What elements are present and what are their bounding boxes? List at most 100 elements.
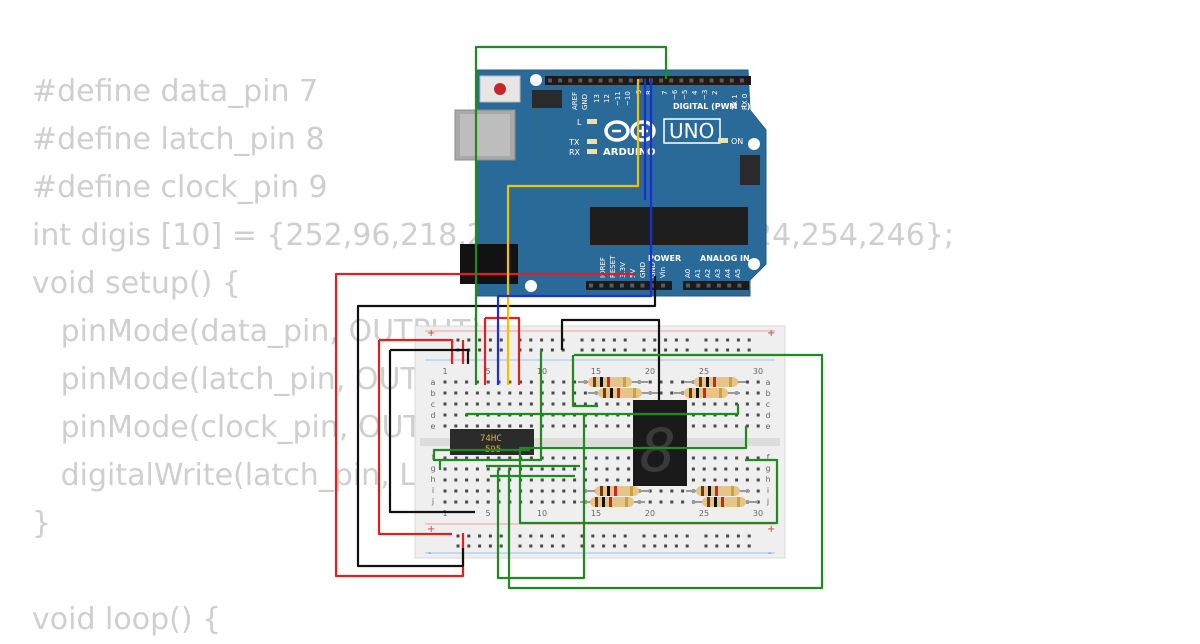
- breadboard-hole: [674, 348, 678, 352]
- wire-red-vcc-top[interactable]: [379, 338, 454, 364]
- wire-black-gnd2[interactable]: [388, 350, 475, 514]
- column-number: 15: [591, 367, 601, 376]
- breadboard-hole: [583, 391, 587, 395]
- breadboard-hole: [602, 534, 606, 538]
- row-letter: h: [765, 475, 770, 484]
- circuit-diagram[interactable]: + + + + - - 1 5 10 15 20 25 30 1 5 10 15…: [0, 0, 1200, 630]
- breadboard-hole: [499, 534, 503, 538]
- breadboard-hole: [605, 424, 609, 428]
- resistor[interactable]: [684, 377, 746, 387]
- header-pin: [619, 283, 624, 288]
- wire-green-a[interactable]: [432, 350, 543, 462]
- wire-red-5v[interactable]: [334, 272, 637, 578]
- wire-green-e[interactable]: [496, 414, 586, 580]
- breadboard-hole: [562, 402, 566, 406]
- breadboard-hole: [551, 424, 555, 428]
- wire-green-f[interactable]: [571, 355, 598, 408]
- breadboard-hole: [529, 500, 533, 504]
- wire-black-display[interactable]: [560, 318, 661, 400]
- led-l-label: L: [577, 118, 582, 127]
- breadboard-hole: [561, 544, 565, 548]
- breadboard-hole: [486, 380, 490, 384]
- pin-label: A0: [684, 269, 692, 278]
- breadboard-hole: [573, 456, 577, 460]
- resistor[interactable]: [686, 486, 750, 496]
- breadboard-hole: [465, 478, 469, 482]
- breadboard-hole: [499, 544, 503, 548]
- breadboard-hole: [745, 456, 749, 460]
- rail-minus-label: -: [768, 548, 772, 559]
- breadboard-hole: [443, 456, 447, 460]
- breadboard-hole: [443, 467, 447, 471]
- breadboard-hole: [704, 338, 708, 342]
- breadboard-hole: [736, 534, 740, 538]
- wire-green-c[interactable]: [466, 404, 740, 416]
- breadboard-hole: [580, 338, 584, 342]
- wire-yellow-data[interactable]: [506, 79, 640, 385]
- header-pin: [548, 78, 552, 83]
- breadboard-hole: [540, 500, 544, 504]
- breadboard-hole: [486, 467, 490, 471]
- pin-label: 2: [711, 91, 719, 95]
- breadboard-hole: [627, 424, 631, 428]
- breadboard-hole: [529, 534, 533, 538]
- wire-green-d[interactable]: [518, 426, 779, 525]
- breadboard-hole: [713, 424, 717, 428]
- led-l: [587, 119, 597, 124]
- rx-label: RX: [569, 148, 581, 157]
- resistor[interactable]: [580, 497, 645, 507]
- wire-red-vcc[interactable]: [377, 340, 452, 536]
- reset-button-cap[interactable]: [494, 83, 506, 95]
- resistor[interactable]: [588, 388, 658, 398]
- wire-black-gnd3[interactable]: [390, 348, 470, 364]
- chip-label-line1: 74HC: [480, 434, 502, 444]
- resistor[interactable]: [692, 497, 758, 507]
- breadboard-hole: [529, 338, 533, 342]
- atmega-chip: [590, 207, 748, 245]
- breadboard-hole: [670, 380, 674, 384]
- breadboard-hole: [648, 380, 652, 384]
- breadboard-hole: [488, 544, 492, 548]
- row-letter: a: [766, 378, 771, 387]
- breadboard-hole: [550, 338, 554, 342]
- digital-header-label: DIGITAL (PWM ~): [673, 102, 751, 111]
- breadboard-hole: [465, 489, 469, 493]
- digital-header[interactable]: [545, 76, 751, 85]
- header-pin: [578, 78, 583, 83]
- model-label: UNO: [669, 119, 714, 143]
- wire-red-chip[interactable]: [485, 316, 521, 385]
- pin-label: A2: [704, 269, 712, 278]
- breadboard-hole: [691, 402, 695, 406]
- breadboard-hole: [616, 402, 620, 406]
- breadboard-hole: [745, 391, 749, 395]
- column-number: 30: [753, 509, 763, 518]
- breadboard-hole: [540, 380, 544, 384]
- breadboard-hole: [612, 348, 616, 352]
- breadboard-hole: [443, 413, 447, 417]
- breadboard-hole: [475, 424, 479, 428]
- breadboard-hole: [745, 413, 749, 417]
- resistor[interactable]: [674, 388, 740, 398]
- arduino-uno-board[interactable]: AREF GND 13 12 ~11 ~10 ~9 8 7 ~6 ~5 4 ~3…: [454, 69, 767, 297]
- breadboard-hole: [664, 338, 668, 342]
- breadboard-hole: [674, 544, 678, 548]
- breadboard-hole: [478, 544, 482, 548]
- breadboard-hole: [724, 424, 728, 428]
- pin-label: Vin: [659, 267, 667, 278]
- resistor[interactable]: [578, 377, 648, 387]
- wire-green-b[interactable]: [507, 353, 824, 590]
- breadboard-hole: [529, 456, 533, 460]
- pin-label: A5: [734, 269, 742, 278]
- row-letter: e: [431, 422, 436, 431]
- pin-label: TX 1: [731, 94, 739, 111]
- wire-green-top[interactable]: [474, 45, 668, 385]
- row-letter: i: [767, 486, 769, 495]
- analog-header[interactable]: [683, 281, 749, 290]
- power-header[interactable]: [586, 281, 672, 290]
- wire-blue-clock[interactable]: [496, 79, 653, 385]
- resistor[interactable]: [585, 486, 650, 496]
- breadboard-hole: [562, 456, 566, 460]
- power-jack[interactable]: [460, 244, 518, 284]
- wire-black-gnd[interactable]: [356, 276, 657, 568]
- mounting-hole: [530, 74, 542, 86]
